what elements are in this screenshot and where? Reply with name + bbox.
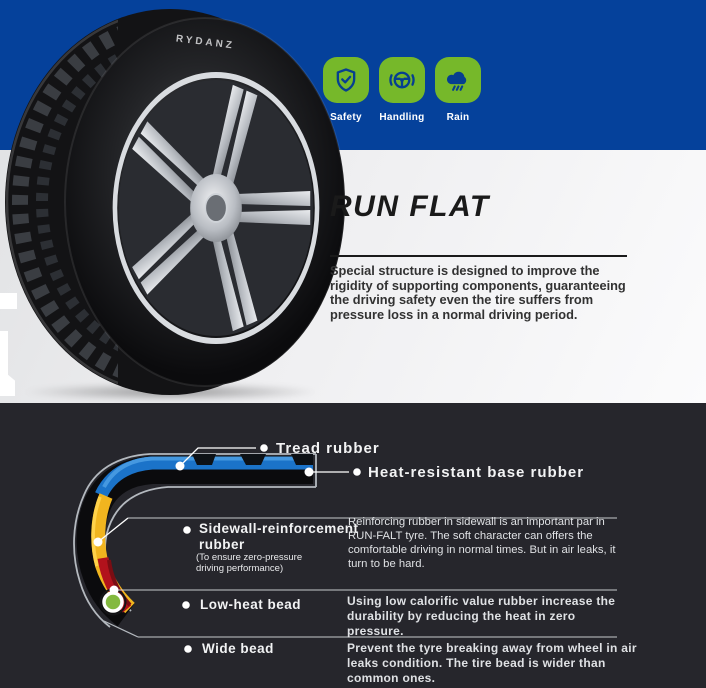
bead-red-shadow: [107, 559, 132, 607]
tire-product-photo: RYDANZ: [5, 9, 346, 395]
alloy-wheel: [112, 72, 320, 344]
anchor-dots: [93, 461, 314, 595]
bead-red-layer: [97, 557, 132, 613]
heading-underline: [330, 255, 627, 257]
diagram-label-wide-bead: Wide bead: [202, 641, 274, 656]
sidewall-highlight: [91, 496, 102, 567]
diagram-label-tread-rubber: Tread rubber: [276, 440, 380, 457]
bottom-dark-panel: [0, 403, 706, 688]
label-bullets: [182, 444, 361, 653]
tread-rubber-layer: [95, 456, 313, 499]
feature-label: Handling: [379, 112, 425, 123]
diagram-desc-sidewall: Reinforcing rubber in sidewall is an imp…: [348, 516, 616, 570]
watermark-letter-fragment: [0, 293, 17, 309]
diagram-desc-low-heat-bead: Using low calorific value rubber increas…: [347, 594, 616, 638]
watermark-letter-fragment: [0, 331, 8, 393]
feature-rain: Rain: [428, 57, 488, 123]
page-title: RUN FLAT: [330, 190, 490, 223]
diagram-label-low-heat-bead: Low-heat bead: [200, 597, 302, 612]
leader-lines: [97, 447, 349, 543]
steering-wheel-icon: [379, 57, 425, 103]
separator-lines: [114, 517, 617, 638]
tread-highlight: [102, 456, 313, 488]
diagram-label-heat-resistant-base-rubber: Heat-resistant base rubber: [368, 464, 585, 481]
tread-pattern-blocks: [192, 454, 313, 465]
feature-handling: Handling: [372, 57, 432, 123]
diagram-label-sidewall-reinforcement-rubber: Sidewall-reinforcement rubber: [199, 521, 359, 552]
bead-green-dot: [102, 591, 124, 613]
feature-safety: Safety: [316, 57, 376, 123]
shield-check-icon: [323, 57, 369, 103]
tire-cross-section-diagram: [73, 444, 617, 653]
diagram-note-sidewall: (To ensure zero-pressure driving perform…: [196, 552, 303, 574]
runflat-description: Special structure is designed to improve…: [330, 263, 626, 322]
feature-label: Safety: [330, 112, 362, 123]
diagram-desc-wide-bead: Prevent the tyre breaking away from whee…: [347, 641, 637, 685]
feature-label: Rain: [446, 112, 470, 123]
rain-cloud-icon: [435, 57, 481, 103]
